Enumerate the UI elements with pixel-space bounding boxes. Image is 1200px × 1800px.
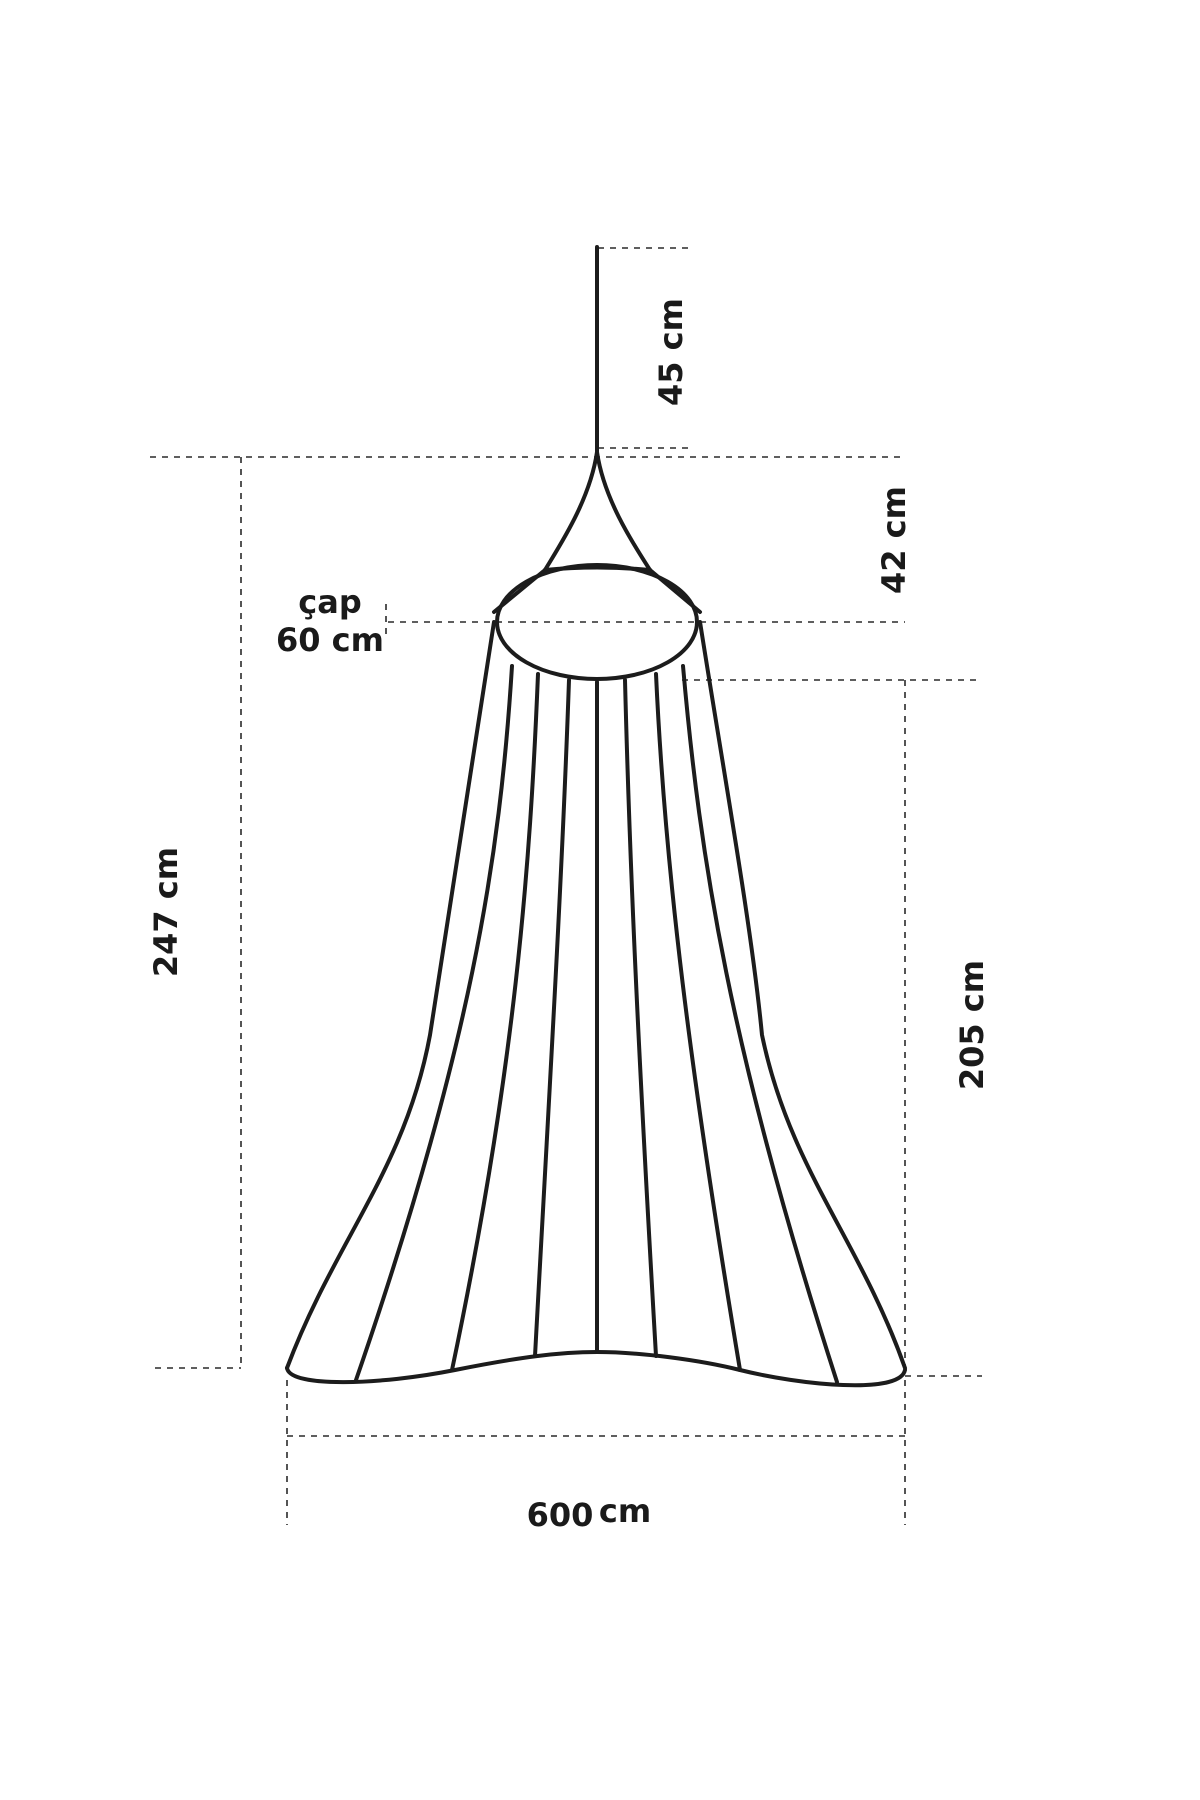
dimension-lines bbox=[150, 247, 982, 1525]
net-fold-5 bbox=[654, 672, 742, 1372]
crown-right-side bbox=[595, 450, 702, 614]
bottom-width-value: 600 bbox=[527, 1496, 594, 1534]
crown-height-label: 42 cm bbox=[875, 486, 913, 594]
total-height-label: 247 cm bbox=[147, 847, 185, 977]
net-bottom-hem bbox=[285, 1350, 907, 1388]
net-fold-6 bbox=[681, 664, 839, 1384]
ring-label: çap bbox=[298, 583, 361, 621]
crown-left-side bbox=[492, 450, 599, 614]
net-fold-2 bbox=[450, 672, 540, 1372]
net-outer-right-edge bbox=[698, 620, 907, 1370]
bottom-width-unit: cm bbox=[599, 1492, 651, 1530]
hanging-length-label: 45 cm bbox=[652, 298, 690, 406]
canopy-ring bbox=[495, 563, 699, 681]
net-fold-4 bbox=[623, 678, 658, 1358]
net-height-label: 205 cm bbox=[953, 960, 991, 1090]
canopy-illustration bbox=[285, 245, 907, 1388]
net-fold-3 bbox=[533, 678, 571, 1358]
ring-diameter-label: 60 cm bbox=[276, 621, 384, 659]
net-fold-1 bbox=[354, 664, 514, 1382]
net-outer-left-edge bbox=[285, 620, 496, 1370]
